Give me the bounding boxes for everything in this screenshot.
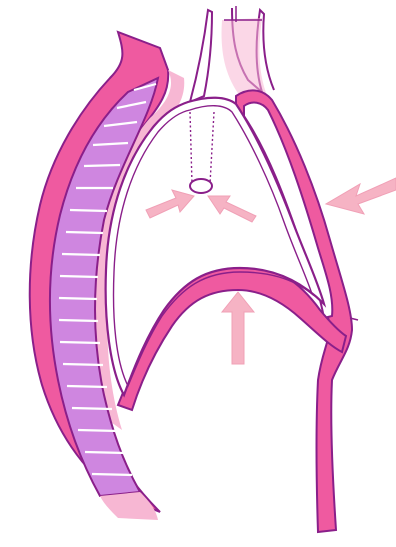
upper-tube-fill <box>222 18 268 98</box>
upper-tube-left <box>190 10 212 102</box>
trachea-ring-icon <box>190 179 212 193</box>
pressure-arrow-bottom <box>222 292 254 364</box>
lower-posterior-band <box>100 492 158 520</box>
pressure-arrow-right <box>326 178 396 214</box>
